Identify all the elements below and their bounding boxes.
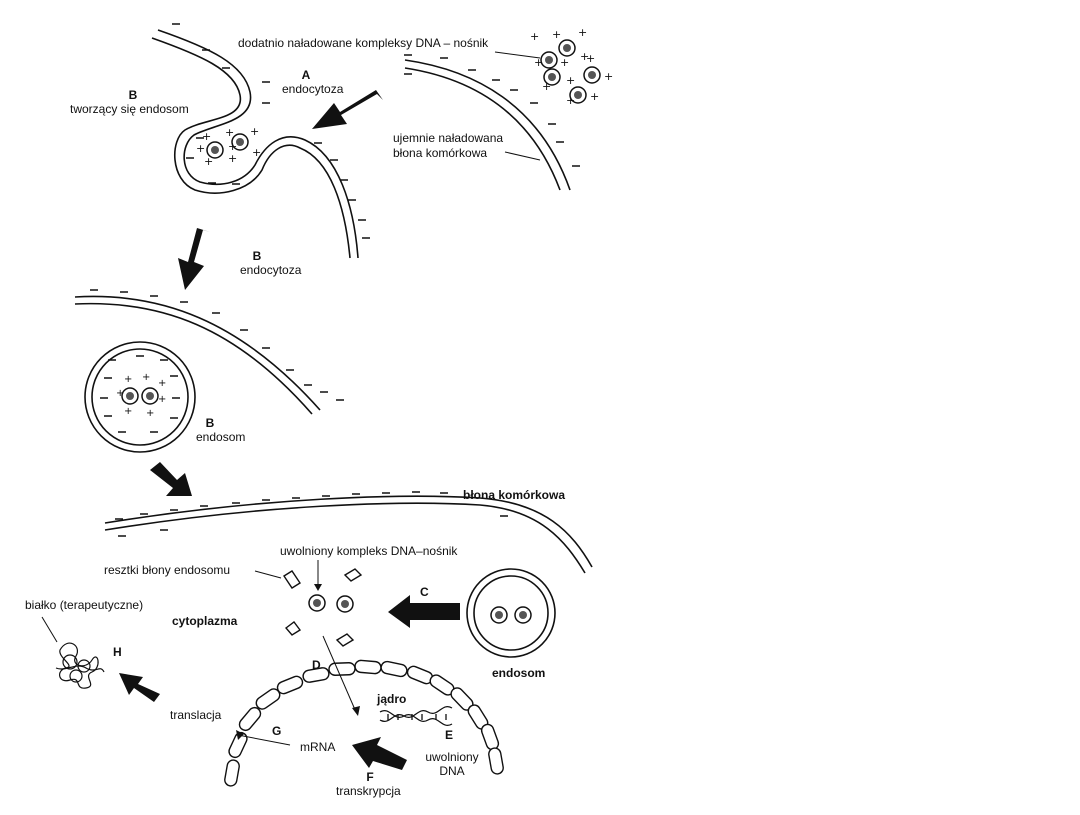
cell-membrane-middle <box>74 295 321 415</box>
negative-membrane-label-line2: błona komórkowa <box>393 146 488 160</box>
svg-text:+: + <box>542 80 551 93</box>
step-b-text: endocytoza <box>240 263 302 277</box>
svg-text:+: + <box>158 378 166 389</box>
arrow-h <box>119 673 160 702</box>
arrow-endosome-release <box>150 462 192 496</box>
transcription-label: transkrypcja <box>336 784 401 798</box>
svg-text:+: + <box>252 146 261 159</box>
svg-text:+: + <box>530 30 539 43</box>
step-e-letter: E <box>445 728 454 742</box>
remnants-label: resztki błony endosomu <box>104 563 231 577</box>
released-dna-line1: uwolniony <box>425 750 479 764</box>
svg-text:+: + <box>552 28 561 41</box>
svg-text:+: + <box>116 388 124 399</box>
svg-text:+: + <box>124 374 132 385</box>
step-f-letter: F <box>366 770 374 784</box>
released-complex-pointer-head <box>314 584 322 591</box>
mrna-strand <box>237 734 291 746</box>
arrow-d-line <box>322 635 357 713</box>
step-a-text: endocytoza <box>282 82 344 96</box>
step-g-letter: G <box>272 724 282 738</box>
membrane-negative-charges-middle <box>90 289 344 401</box>
protein-pointer <box>41 616 58 643</box>
released-dna-line2: DNA <box>439 764 465 778</box>
nucleus-label: jądro <box>377 692 407 706</box>
step-b-letter: B <box>252 249 262 263</box>
svg-text:+: + <box>158 394 166 405</box>
svg-text:+: + <box>196 142 205 155</box>
membrane-negative-charges-bottom <box>115 491 508 537</box>
svg-text:+: + <box>142 372 150 383</box>
svg-text:+: + <box>225 126 234 139</box>
svg-text:+: + <box>586 52 595 65</box>
released-complexes <box>308 594 354 613</box>
endosome-bottom-label: endosom <box>492 666 546 680</box>
svg-text:+: + <box>250 125 259 138</box>
membrane-negative-charges-top-right <box>404 54 580 167</box>
svg-text:+: + <box>146 408 154 419</box>
dna-carrier-complexes-cluster: +++ +++ +++ +++ <box>530 26 613 107</box>
arrow-c <box>388 595 460 628</box>
arrow-a <box>312 90 383 129</box>
svg-text:+: + <box>560 56 569 69</box>
negative-membrane-label-line1: ujemnie naładowana <box>393 131 504 145</box>
cytoplasm-label: cytoplazma <box>172 614 238 628</box>
svg-text:+: + <box>590 90 599 103</box>
svg-text:+: + <box>566 74 575 87</box>
endosome-letter: B <box>205 416 215 430</box>
endosome-bottom <box>466 568 556 658</box>
arrow-d-head <box>352 706 360 716</box>
svg-text:+: + <box>580 50 589 63</box>
membrane-pointer-line <box>504 151 541 161</box>
cell-membrane-label: błona komórkowa <box>463 488 566 502</box>
svg-text:+: + <box>604 70 613 83</box>
arrow-b <box>178 228 210 290</box>
step-d-letter: D <box>312 658 321 672</box>
invaginating-membrane <box>151 29 359 259</box>
protein-label: białko (terapeutyczne) <box>25 598 144 612</box>
svg-text:+: + <box>578 26 587 39</box>
step-c-letter: C <box>420 585 429 599</box>
protein-coil <box>55 642 105 689</box>
svg-text:+: + <box>202 130 211 143</box>
complex-label: dodatnio naładowane kompleksy DNA – nośn… <box>238 36 489 50</box>
membrane-negative-charges-top-left <box>172 23 370 239</box>
endosome-text: endosom <box>196 430 246 444</box>
svg-text:+: + <box>566 94 575 107</box>
forming-endosome-text: tworzący się endosom <box>70 102 189 116</box>
svg-text:+: + <box>124 406 132 417</box>
svg-text:+: + <box>228 140 237 153</box>
svg-text:+: + <box>204 155 213 168</box>
forming-endosome-letter: B <box>128 88 138 102</box>
released-complex-label: uwolniony kompleks DNA–nośnik <box>280 544 458 558</box>
cell-membrane-top-right <box>404 59 571 191</box>
translation-label: translacja <box>170 708 222 722</box>
step-a-letter: A <box>301 68 311 82</box>
step-h-letter: H <box>113 645 122 659</box>
mrna-label: mRNA <box>300 740 336 754</box>
endosome-membrane-remnants <box>283 568 363 647</box>
arrow-f <box>352 737 407 770</box>
mrna-strand-head <box>236 730 244 740</box>
released-dna-helix <box>379 706 453 726</box>
remnants-pointer <box>254 570 282 579</box>
svg-text:+: + <box>228 152 237 165</box>
complex-pointer-line <box>494 51 541 59</box>
endosome-middle: +++ ++++ <box>84 341 196 453</box>
forming-endosome-contents: +++ +++ ++ <box>196 125 261 168</box>
cell-membrane-bottom <box>104 495 593 574</box>
svg-text:+: + <box>534 56 543 69</box>
nuclear-envelope <box>224 659 504 787</box>
